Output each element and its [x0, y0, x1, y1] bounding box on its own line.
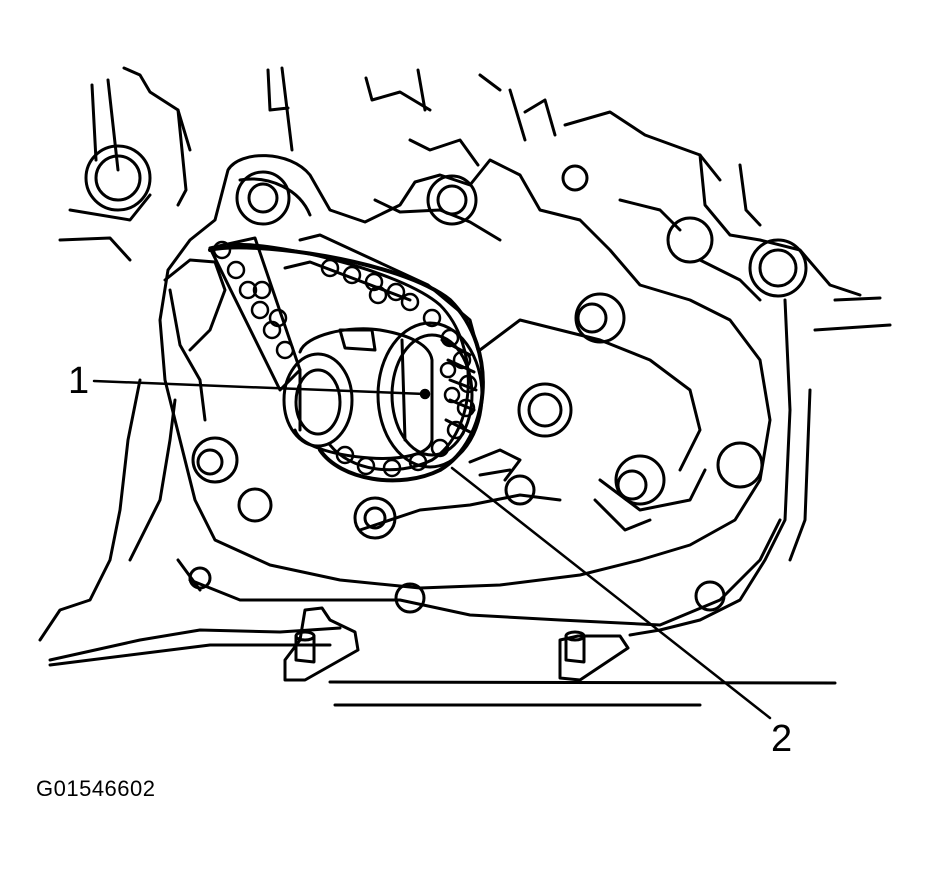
leader-line-2: [450, 466, 772, 720]
upper-left-boss: [84, 144, 152, 212]
lower-brackets: [283, 606, 630, 682]
pump-housing: [158, 154, 808, 627]
leader-dot-1: [419, 388, 431, 400]
crankshaft-nose: [282, 327, 434, 460]
leader-line-1: [92, 379, 427, 396]
leader-lines: [92, 379, 772, 720]
crankshaft-sprocket: [376, 321, 484, 469]
figure-code: G01546602: [36, 776, 156, 801]
callout-1: 1: [68, 360, 90, 402]
callout-2: 2: [771, 718, 793, 760]
engine-block-outline: [38, 66, 892, 707]
detail-strokes: [373, 138, 762, 482]
timing-chain: [208, 240, 485, 483]
